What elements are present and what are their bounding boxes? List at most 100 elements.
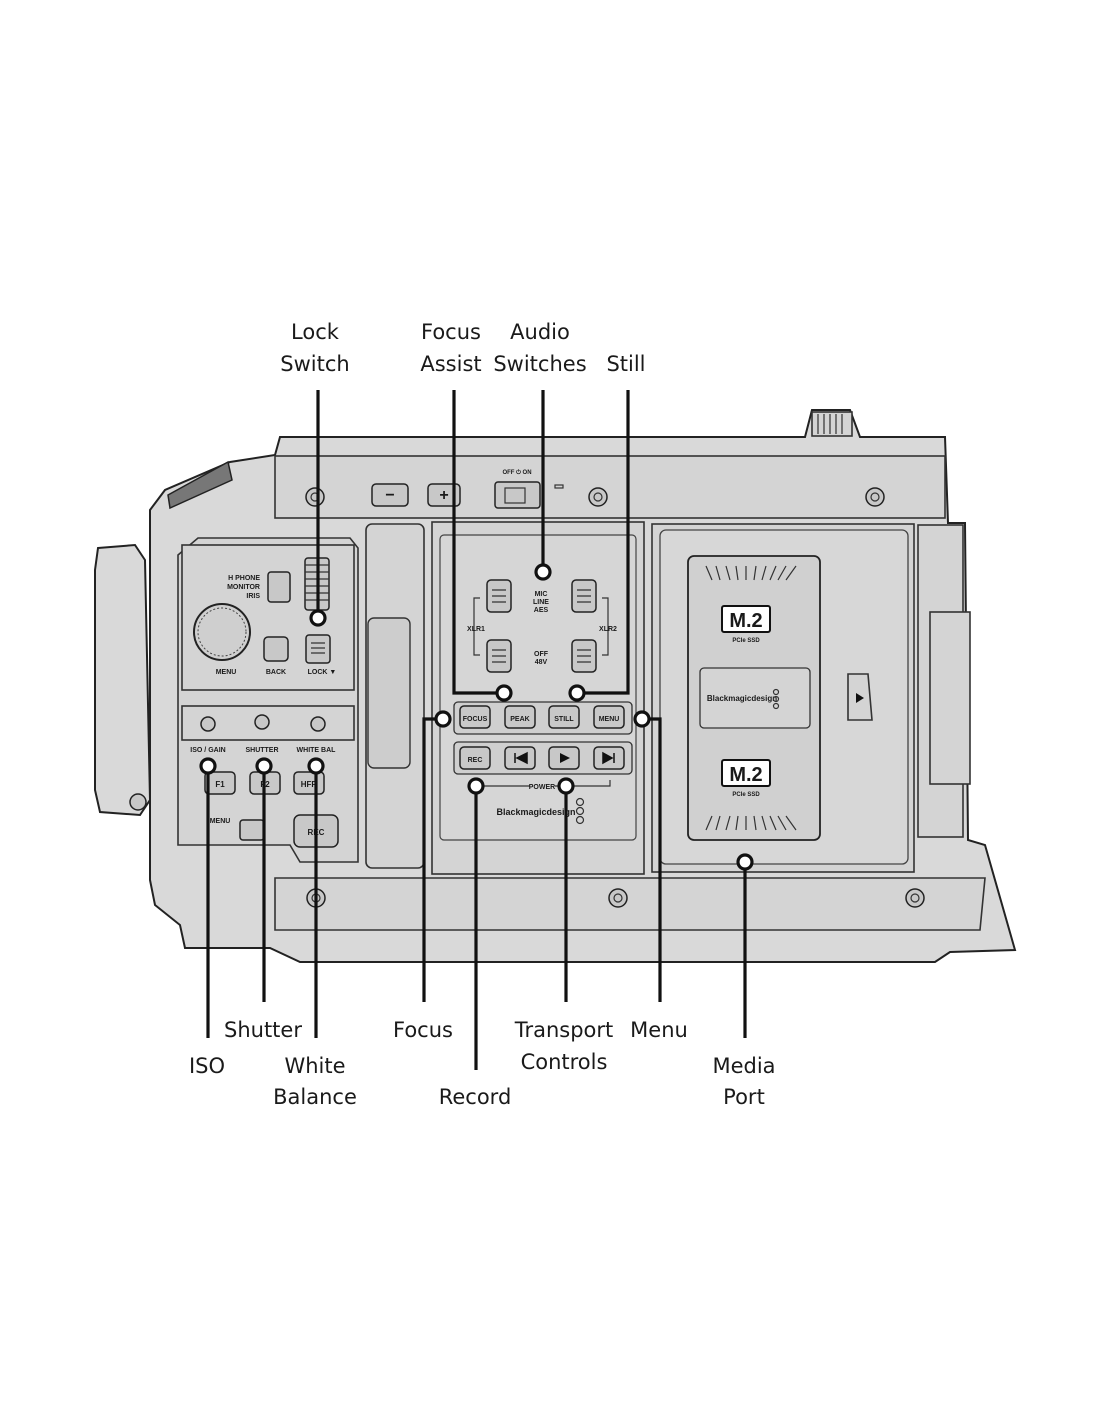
menu-wheel-label: MENU: [216, 669, 237, 676]
still-button[interactable]: [548, 705, 580, 729]
dot-still: [568, 684, 586, 702]
lens-mount: [94, 543, 152, 817]
leader-still: [584, 390, 630, 695]
white-balance-knob[interactable]: [310, 716, 326, 732]
48v-label: 48V: [535, 659, 548, 666]
label-audio-switches-2: Switches: [493, 352, 586, 376]
dot-record: [467, 777, 485, 795]
mic-label: MIC: [535, 591, 548, 598]
label-iso: ISO: [189, 1054, 225, 1078]
skip-forward-icon: [602, 751, 615, 765]
line-label: LINE: [533, 599, 549, 606]
monitor-label-3: IRIS: [246, 593, 260, 600]
focus-button-label: FOCUS: [463, 716, 488, 723]
bottom-rail: [274, 877, 986, 931]
lower-menu-button[interactable]: [239, 819, 265, 841]
screw: [608, 888, 628, 908]
focus-button[interactable]: [459, 705, 491, 729]
label-media-port-1: Media: [712, 1054, 775, 1078]
shutter-label: SHUTTER: [245, 747, 278, 754]
m2-logo-top: [721, 605, 771, 633]
label-menu: Menu: [630, 1018, 688, 1042]
m2-text-top: M.2: [729, 610, 762, 632]
skip-back-icon: [514, 751, 528, 765]
plus-label: +: [439, 487, 448, 504]
plus-button[interactable]: [427, 483, 461, 507]
monitor-label-1: H PHONE: [228, 575, 260, 582]
f1-label: F1: [215, 780, 225, 789]
label-still: Still: [606, 352, 645, 376]
callout-labels: Lock Switch Focus Assist Audio Switches …: [189, 320, 776, 1109]
xlr1-label: XLR1: [467, 626, 485, 633]
label-transport-2: Controls: [521, 1050, 608, 1074]
iso-gain-label: ISO / GAIN: [190, 747, 225, 754]
lock-label: LOCK ▼: [308, 669, 337, 676]
label-lock-switch-1: Lock: [291, 320, 340, 344]
power-switch[interactable]: [494, 481, 541, 509]
menu-wheel[interactable]: [193, 603, 251, 661]
leader-focus-assist: [452, 390, 497, 695]
white-bal-label: WHITE BAL: [297, 747, 337, 754]
label-transport-1: Transport: [514, 1018, 614, 1042]
media-bay: M.2 PCIe SSD M.2 PCIe SSD Blackmagicdesi…: [651, 523, 915, 873]
peak-button[interactable]: [504, 705, 536, 729]
top-knob: [811, 411, 853, 437]
f1-button[interactable]: [204, 771, 236, 795]
dot-focus-assist: [495, 684, 513, 702]
dot-menu: [633, 710, 651, 728]
menu-button-label: MENU: [599, 716, 620, 723]
shutter-knob[interactable]: [254, 714, 270, 730]
left-control-panel: H PHONE MONITOR IRIS BACK MENU LOCK ▼ IS…: [177, 537, 359, 863]
label-media-port-2: Port: [723, 1085, 765, 1109]
screw: [129, 793, 147, 811]
screw: [905, 888, 925, 908]
dot-shutter: [255, 757, 273, 775]
menu-button[interactable]: [593, 705, 625, 729]
power-switch-label: OFF ⏻ ON: [502, 469, 531, 476]
leader-lines: [199, 390, 754, 1070]
latch-arrow-icon: [856, 693, 864, 703]
leader-menu: [649, 717, 662, 1002]
screw: [305, 487, 325, 507]
dot-transport: [557, 777, 575, 795]
power-label: POWER: [529, 784, 555, 791]
label-focus: Focus: [393, 1018, 453, 1042]
label-lock-switch-2: Switch: [280, 352, 349, 376]
rec-button-label: REC: [468, 757, 483, 764]
label-audio-switches-1: Audio: [510, 320, 570, 344]
dot-white-balance: [307, 757, 325, 775]
lower-menu-label: MENU: [210, 818, 231, 825]
back-label: BACK: [266, 669, 286, 676]
minus-label: −: [385, 487, 394, 504]
monitor-label-2: MONITOR: [227, 584, 260, 591]
label-shutter: Shutter: [224, 1018, 302, 1042]
label-focus-assist-2: Assist: [420, 352, 481, 376]
label-focus-assist-1: Focus: [421, 320, 481, 344]
dot-lock-switch: [309, 609, 327, 627]
dot-focus: [434, 710, 452, 728]
leader-focus: [422, 717, 436, 1002]
label-white-balance-2: Balance: [273, 1085, 357, 1109]
m2-logo-bottom: [721, 759, 771, 787]
hfr-label: HFR: [301, 780, 318, 789]
aes-label: AES: [534, 607, 549, 614]
lock-switch[interactable]: [305, 634, 331, 664]
minus-button[interactable]: [371, 483, 409, 507]
xlr2-label: XLR2: [599, 626, 617, 633]
rec-button[interactable]: [459, 746, 491, 770]
mic-grille: [167, 460, 233, 510]
label-white-balance-1: White: [284, 1054, 345, 1078]
screw: [588, 487, 608, 507]
monitor-switch[interactable]: [267, 571, 291, 603]
dot-audio-switches: [534, 563, 552, 581]
dot-media-port: [736, 853, 754, 871]
m2-text-bottom: M.2: [729, 764, 762, 786]
m2-sub-top: PCIe SSD: [732, 638, 760, 644]
center-control-panel: MIC LINE AES OFF 48V XLR1 XLR2 FOCUS PEA…: [431, 521, 645, 875]
brand-label-center: Blackmagicdesign: [496, 807, 575, 817]
off-label: OFF: [534, 651, 549, 658]
iso-knob[interactable]: [200, 716, 216, 732]
screw: [865, 487, 885, 507]
back-button[interactable]: [263, 636, 289, 662]
